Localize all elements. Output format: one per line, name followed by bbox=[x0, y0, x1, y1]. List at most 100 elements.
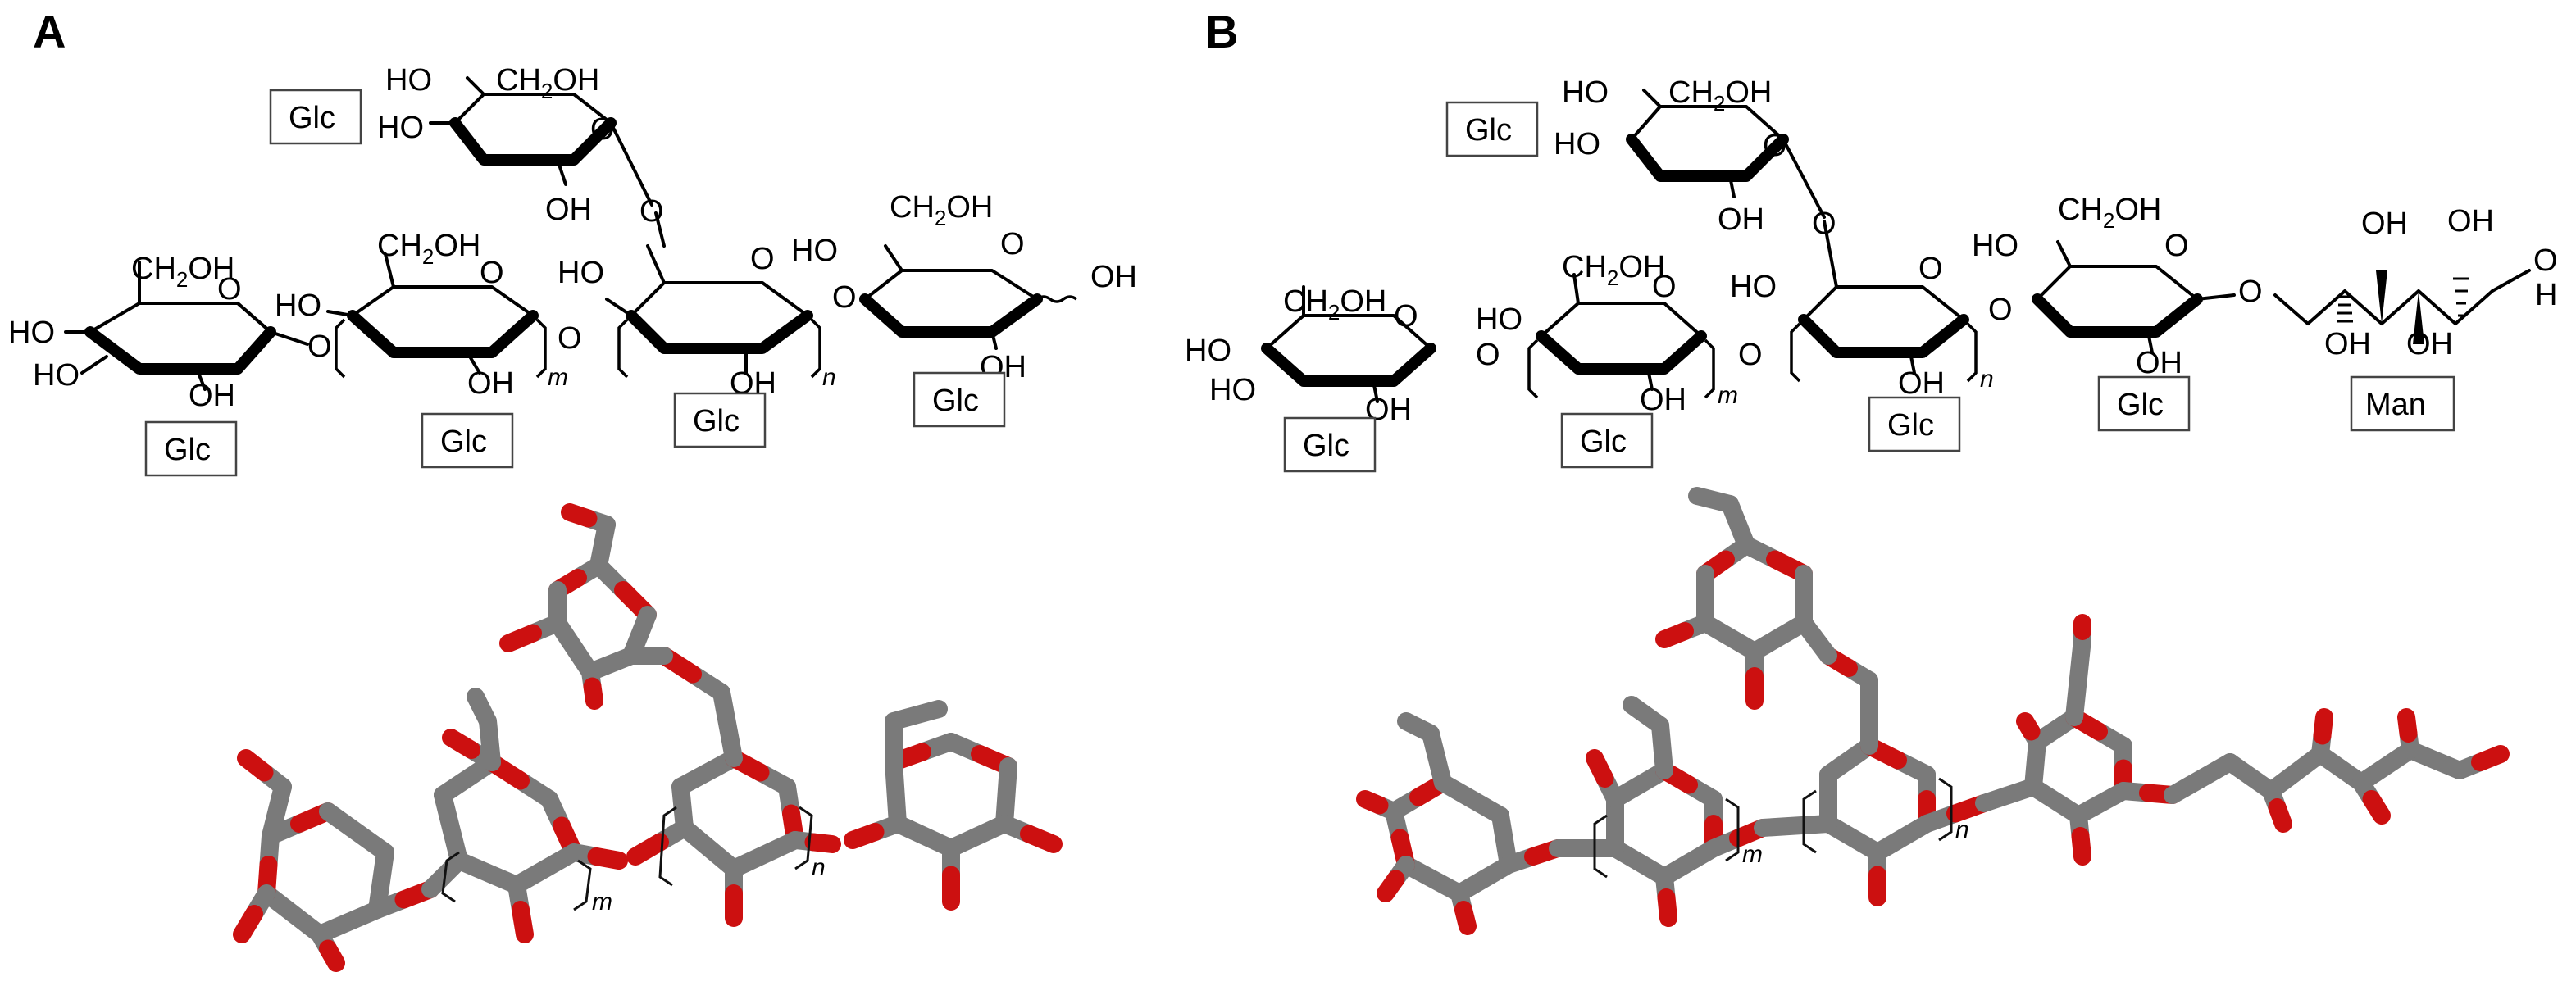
b3d-bond-60 bbox=[2262, 745, 2329, 800]
a-ring-o-3: O bbox=[750, 242, 775, 276]
a-ho-5: HO bbox=[385, 63, 432, 98]
b3d-bond-64-o bbox=[2471, 745, 2510, 771]
b-ring-3: HO O OH n O bbox=[1730, 220, 2013, 401]
a3d-bond-3 bbox=[311, 901, 386, 943]
a-residue-label-4: Glc bbox=[693, 404, 740, 438]
a-anomeric-wavy-bond bbox=[1035, 295, 1078, 303]
b-ring-o-5: O bbox=[2164, 229, 2189, 263]
a3d-bond-9-o bbox=[319, 939, 345, 972]
a-residue-label-3: Glc bbox=[440, 425, 487, 459]
b3d-bond-67-o bbox=[2362, 790, 2391, 825]
b-residue-label-6: Man bbox=[2365, 388, 2426, 422]
a-residue-label-1: Glc bbox=[289, 101, 335, 135]
panel-b-structure: HO HO CH2OH O OH O HO CH2OH O OH m O bbox=[1185, 75, 2558, 473]
a-oh-2: OH bbox=[467, 366, 514, 401]
a-ch2oh-4: CH2OH bbox=[890, 190, 993, 230]
b-label-box-5 bbox=[2097, 375, 2191, 432]
b-bracket-n-left bbox=[1790, 322, 1801, 383]
b3d-bond-19 bbox=[1623, 696, 1669, 734]
b3d-bond-65-o bbox=[2268, 798, 2292, 833]
b-ch2oh-4: CH2OH bbox=[2058, 193, 2161, 233]
a3d-bond-24 bbox=[671, 749, 743, 796]
b3d-bracket-n-right bbox=[1938, 777, 1953, 842]
a-anomeric-oh: OH bbox=[1090, 260, 1137, 294]
b-ho-2: HO bbox=[1209, 373, 1256, 407]
a-ring-2: HO CH2OH O OH m O bbox=[275, 229, 582, 401]
b-residue-label-2: Glc bbox=[1303, 429, 1349, 463]
b-oh-4: OH bbox=[1718, 202, 1764, 237]
b3d-bracket-n-left bbox=[1802, 789, 1817, 854]
b-residue-label-3: Glc bbox=[1580, 425, 1627, 459]
b-index-n: n bbox=[1980, 366, 1994, 393]
b-ho-6: HO bbox=[1554, 127, 1600, 161]
b-glyco-o-2: O bbox=[1738, 338, 1763, 372]
b-mannitol-chain: OH OH OH OH O H bbox=[2273, 204, 2558, 361]
a-ho-1: HO bbox=[8, 316, 55, 350]
a3d-bond-55-o bbox=[844, 823, 885, 849]
b-ring-2: HO CH2OH O OH m O bbox=[1476, 250, 1763, 417]
b3d-bond-27 bbox=[1868, 815, 1936, 861]
a-ring-1: HO HO CH2OH O OH O bbox=[8, 252, 332, 413]
a3d-bond-14 bbox=[507, 843, 583, 894]
panel-a-structure: HO HO CH2OH O OH O HO CH2OH O OH m O bbox=[8, 63, 1137, 477]
b3d-bond-66-o bbox=[2313, 708, 2333, 745]
b-label-box-4 bbox=[1868, 396, 1961, 452]
b3d-bond-20-o bbox=[1586, 749, 1614, 788]
a-label-box-5 bbox=[913, 371, 1006, 428]
a3d-bracket-m-left bbox=[441, 851, 460, 903]
a3d-bond-7-o bbox=[237, 749, 274, 782]
a3d-bond-48 bbox=[942, 815, 1013, 857]
a-oh-4: OH bbox=[545, 193, 592, 227]
a3d-bond-28 bbox=[676, 819, 743, 878]
a3d-bond-1 bbox=[319, 802, 394, 861]
b-glyco-o-5: O bbox=[2238, 275, 2263, 309]
a-ch2oh-3: CH2OH bbox=[496, 63, 599, 103]
a-glyco-o-2: O bbox=[558, 321, 582, 356]
b3d-bond-58 bbox=[2164, 753, 2239, 804]
b-ho-4: HO bbox=[1730, 270, 1777, 304]
a-ring-4: HO HO CH2OH O OH O bbox=[377, 63, 664, 229]
b-ho-1: HO bbox=[1185, 334, 1231, 368]
a-ch2oh-2: CH2OH bbox=[377, 229, 480, 269]
b-ring-o-3: O bbox=[1918, 252, 1943, 286]
b3d-bond-68-o bbox=[2397, 708, 2418, 743]
a-label-box-1 bbox=[269, 89, 362, 145]
b3d-bond-8-o bbox=[1356, 790, 1389, 815]
b-label-box-2 bbox=[1283, 416, 1377, 473]
b3d-bond-54-o bbox=[2016, 712, 2041, 741]
b-ho-7: HO bbox=[1972, 229, 2018, 263]
b-ring-4: HO HO CH2OH O OH O bbox=[1554, 75, 1836, 241]
b-glyco-o-3: O bbox=[1988, 293, 2013, 327]
b3d-bond-7 bbox=[1397, 712, 1440, 743]
b3d-bond-21-o bbox=[1657, 888, 1677, 927]
b3d-bracket-m-right bbox=[1725, 797, 1740, 862]
b-oh-5: OH bbox=[2136, 346, 2182, 380]
b-ho-5: HO bbox=[1562, 75, 1609, 110]
a3d-bracket-n-left bbox=[658, 806, 677, 887]
a-bracket-m-right bbox=[535, 318, 547, 379]
a-ho-2: HO bbox=[33, 358, 80, 393]
b3d-bond-39 bbox=[1696, 614, 1764, 661]
a3d-bond-43-o bbox=[583, 677, 603, 710]
b-man-oh-3: OH bbox=[2324, 327, 2371, 361]
b3d-bond-12 bbox=[1606, 761, 1673, 808]
b-man-oh-1: OH bbox=[2361, 207, 2408, 241]
a3d-bond-18 bbox=[467, 688, 497, 730]
a3d-bond-54-o bbox=[1020, 825, 1063, 853]
a-label-box-3 bbox=[421, 412, 514, 469]
a-ho-4: HO bbox=[558, 256, 604, 290]
b-man-oh-2: OH bbox=[2447, 204, 2494, 239]
b-oh-3: OH bbox=[1898, 366, 1945, 401]
b-man-o-terminal: O bbox=[2533, 243, 2558, 278]
a3d-bond-41-o bbox=[561, 503, 598, 528]
a-label-box-4 bbox=[673, 392, 767, 448]
b3d-bond-43-o bbox=[1655, 622, 1694, 648]
panel-label-b: B bbox=[1205, 6, 1238, 57]
b-man-oh-4: OH bbox=[2406, 327, 2453, 361]
a-bracket-n-left bbox=[617, 318, 629, 379]
b-index-m: m bbox=[1718, 382, 1738, 409]
a-residue-label-5: Glc bbox=[932, 384, 979, 418]
panel-label-a: A bbox=[33, 6, 66, 57]
a3d-bond-29 bbox=[712, 684, 743, 767]
